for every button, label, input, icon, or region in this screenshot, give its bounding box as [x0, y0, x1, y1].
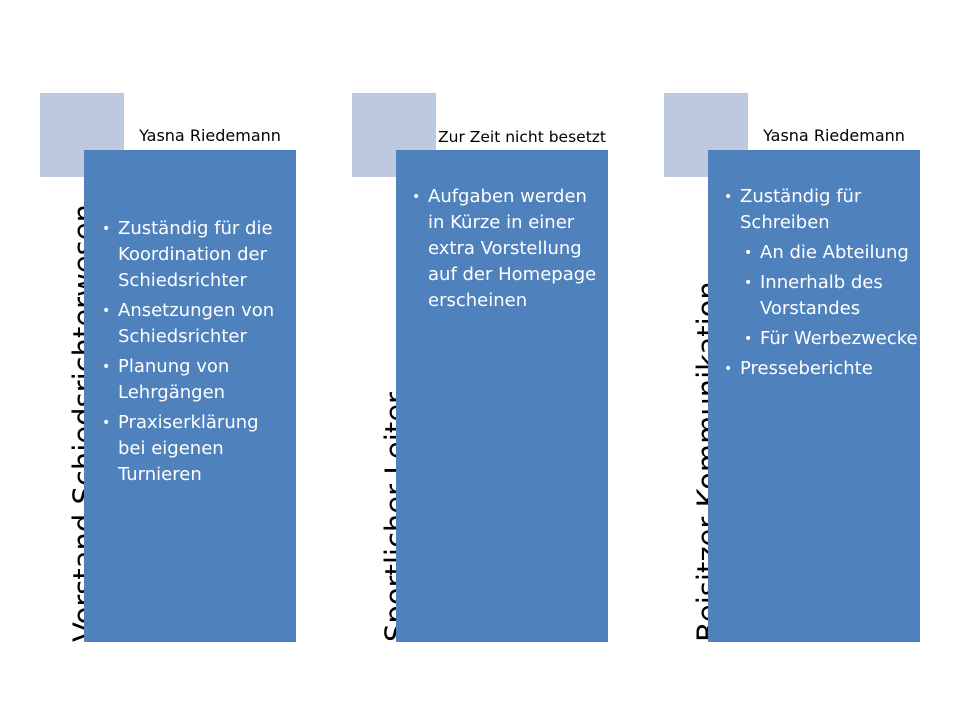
vertical-title-area: Vorstand Schiedsrichterwesen: [40, 177, 101, 642]
bullet-list: Zuständig für die Koordination der Schie…: [102, 216, 288, 492]
bullet-list: Zuständig für Schreiben An die Abteilung…: [724, 184, 920, 386]
vertical-title-area: Beisitzer Kommunikation: [664, 177, 725, 642]
column-kommunikation: Yasna Riedemann Beisitzer Kommunikation …: [664, 0, 960, 720]
column-sportlicher-leiter: Zur Zeit nicht besetzt Sportlicher Leite…: [352, 0, 652, 720]
column-schiedsrichterwesen: Yasna Riedemann Vorstand Schiedsrichterw…: [40, 0, 340, 720]
bullet-item: Zuständig für Schreiben: [724, 184, 920, 236]
bullet-item: Ansetzungen von Schiedsrichter: [102, 298, 288, 350]
bullet-item: Planung von Lehrgängen: [102, 354, 288, 406]
person-name: Zur Zeit nicht besetzt: [438, 128, 606, 146]
responsibilities-box: Zuständig für Schreiben An die Abteilung…: [708, 150, 920, 642]
bullet-item: Zuständig für die Koordination der Schie…: [102, 216, 288, 294]
bullet-item: Presseberichte: [724, 356, 920, 382]
sub-bullet-item: An die Abteilung: [744, 240, 920, 266]
bullet-item: Aufgaben werden in Kürze in einer extra …: [412, 184, 602, 314]
sub-bullet-item: Innerhalb des Vorstandes: [744, 270, 920, 322]
responsibilities-box: Zuständig für die Koordination der Schie…: [84, 150, 296, 642]
vertical-title-area: Sportlicher Leiter: [352, 177, 413, 642]
bullet-item: Praxiserklärung bei eigenen Turnieren: [102, 410, 288, 488]
sub-bullet-item: Für Werbezwecke: [744, 326, 920, 352]
bullet-list: Aufgaben werden in Kürze in einer extra …: [412, 184, 602, 318]
person-name: Yasna Riedemann: [763, 126, 905, 145]
responsibilities-box: Aufgaben werden in Kürze in einer extra …: [396, 150, 608, 642]
person-name: Yasna Riedemann: [139, 126, 281, 145]
